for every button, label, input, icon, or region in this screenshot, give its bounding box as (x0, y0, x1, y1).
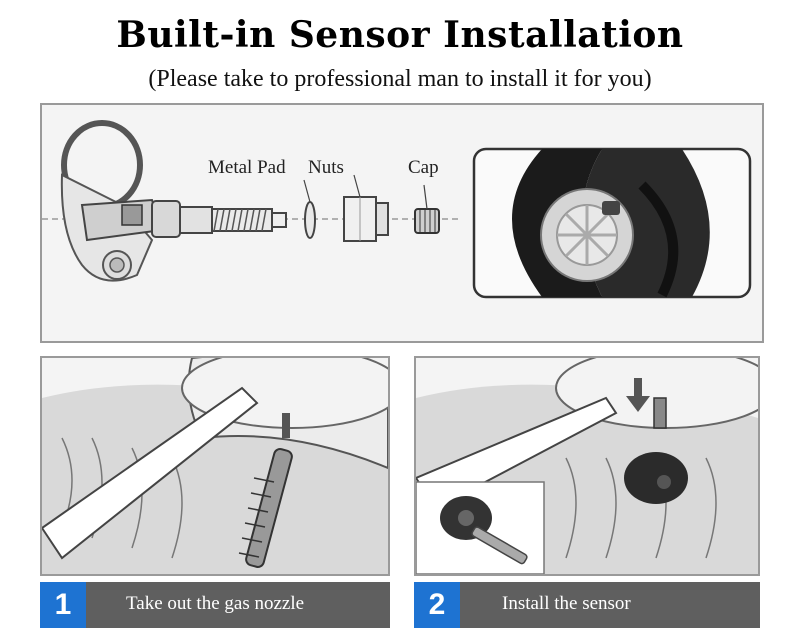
step1-illustration (40, 356, 390, 576)
step2-illustration (414, 356, 760, 576)
step1-caption: Take out the gas nozzle (126, 593, 305, 614)
valve-stem (179, 206, 287, 234)
nuts-label: Nuts (308, 157, 344, 178)
step1-drawing (42, 358, 388, 574)
step1-number-badge: 1 (40, 582, 86, 628)
page-title: Built-in Sensor Installation (116, 14, 684, 56)
metal-pad (304, 201, 316, 239)
exploded-parts-diagram (42, 120, 752, 299)
step2-caption-bar: 2 Install the sensor (414, 582, 760, 628)
exploded-parts-panel: Metal Pad Nuts Cap (40, 103, 764, 343)
step2-caption: Install the sensor (502, 593, 631, 614)
page-subtitle: (Please take to professional man to inst… (148, 66, 652, 92)
cap-label: Cap (408, 157, 439, 178)
sensor-body (60, 120, 181, 282)
step1-caption-bar: 1 Take out the gas nozzle (40, 582, 390, 628)
cap (414, 208, 440, 234)
step2-drawing (416, 358, 758, 574)
wheel-photo (472, 147, 752, 299)
nut (343, 196, 389, 242)
metal-pad-label: Metal Pad (208, 157, 286, 178)
step2-number-badge: 2 (414, 582, 460, 628)
